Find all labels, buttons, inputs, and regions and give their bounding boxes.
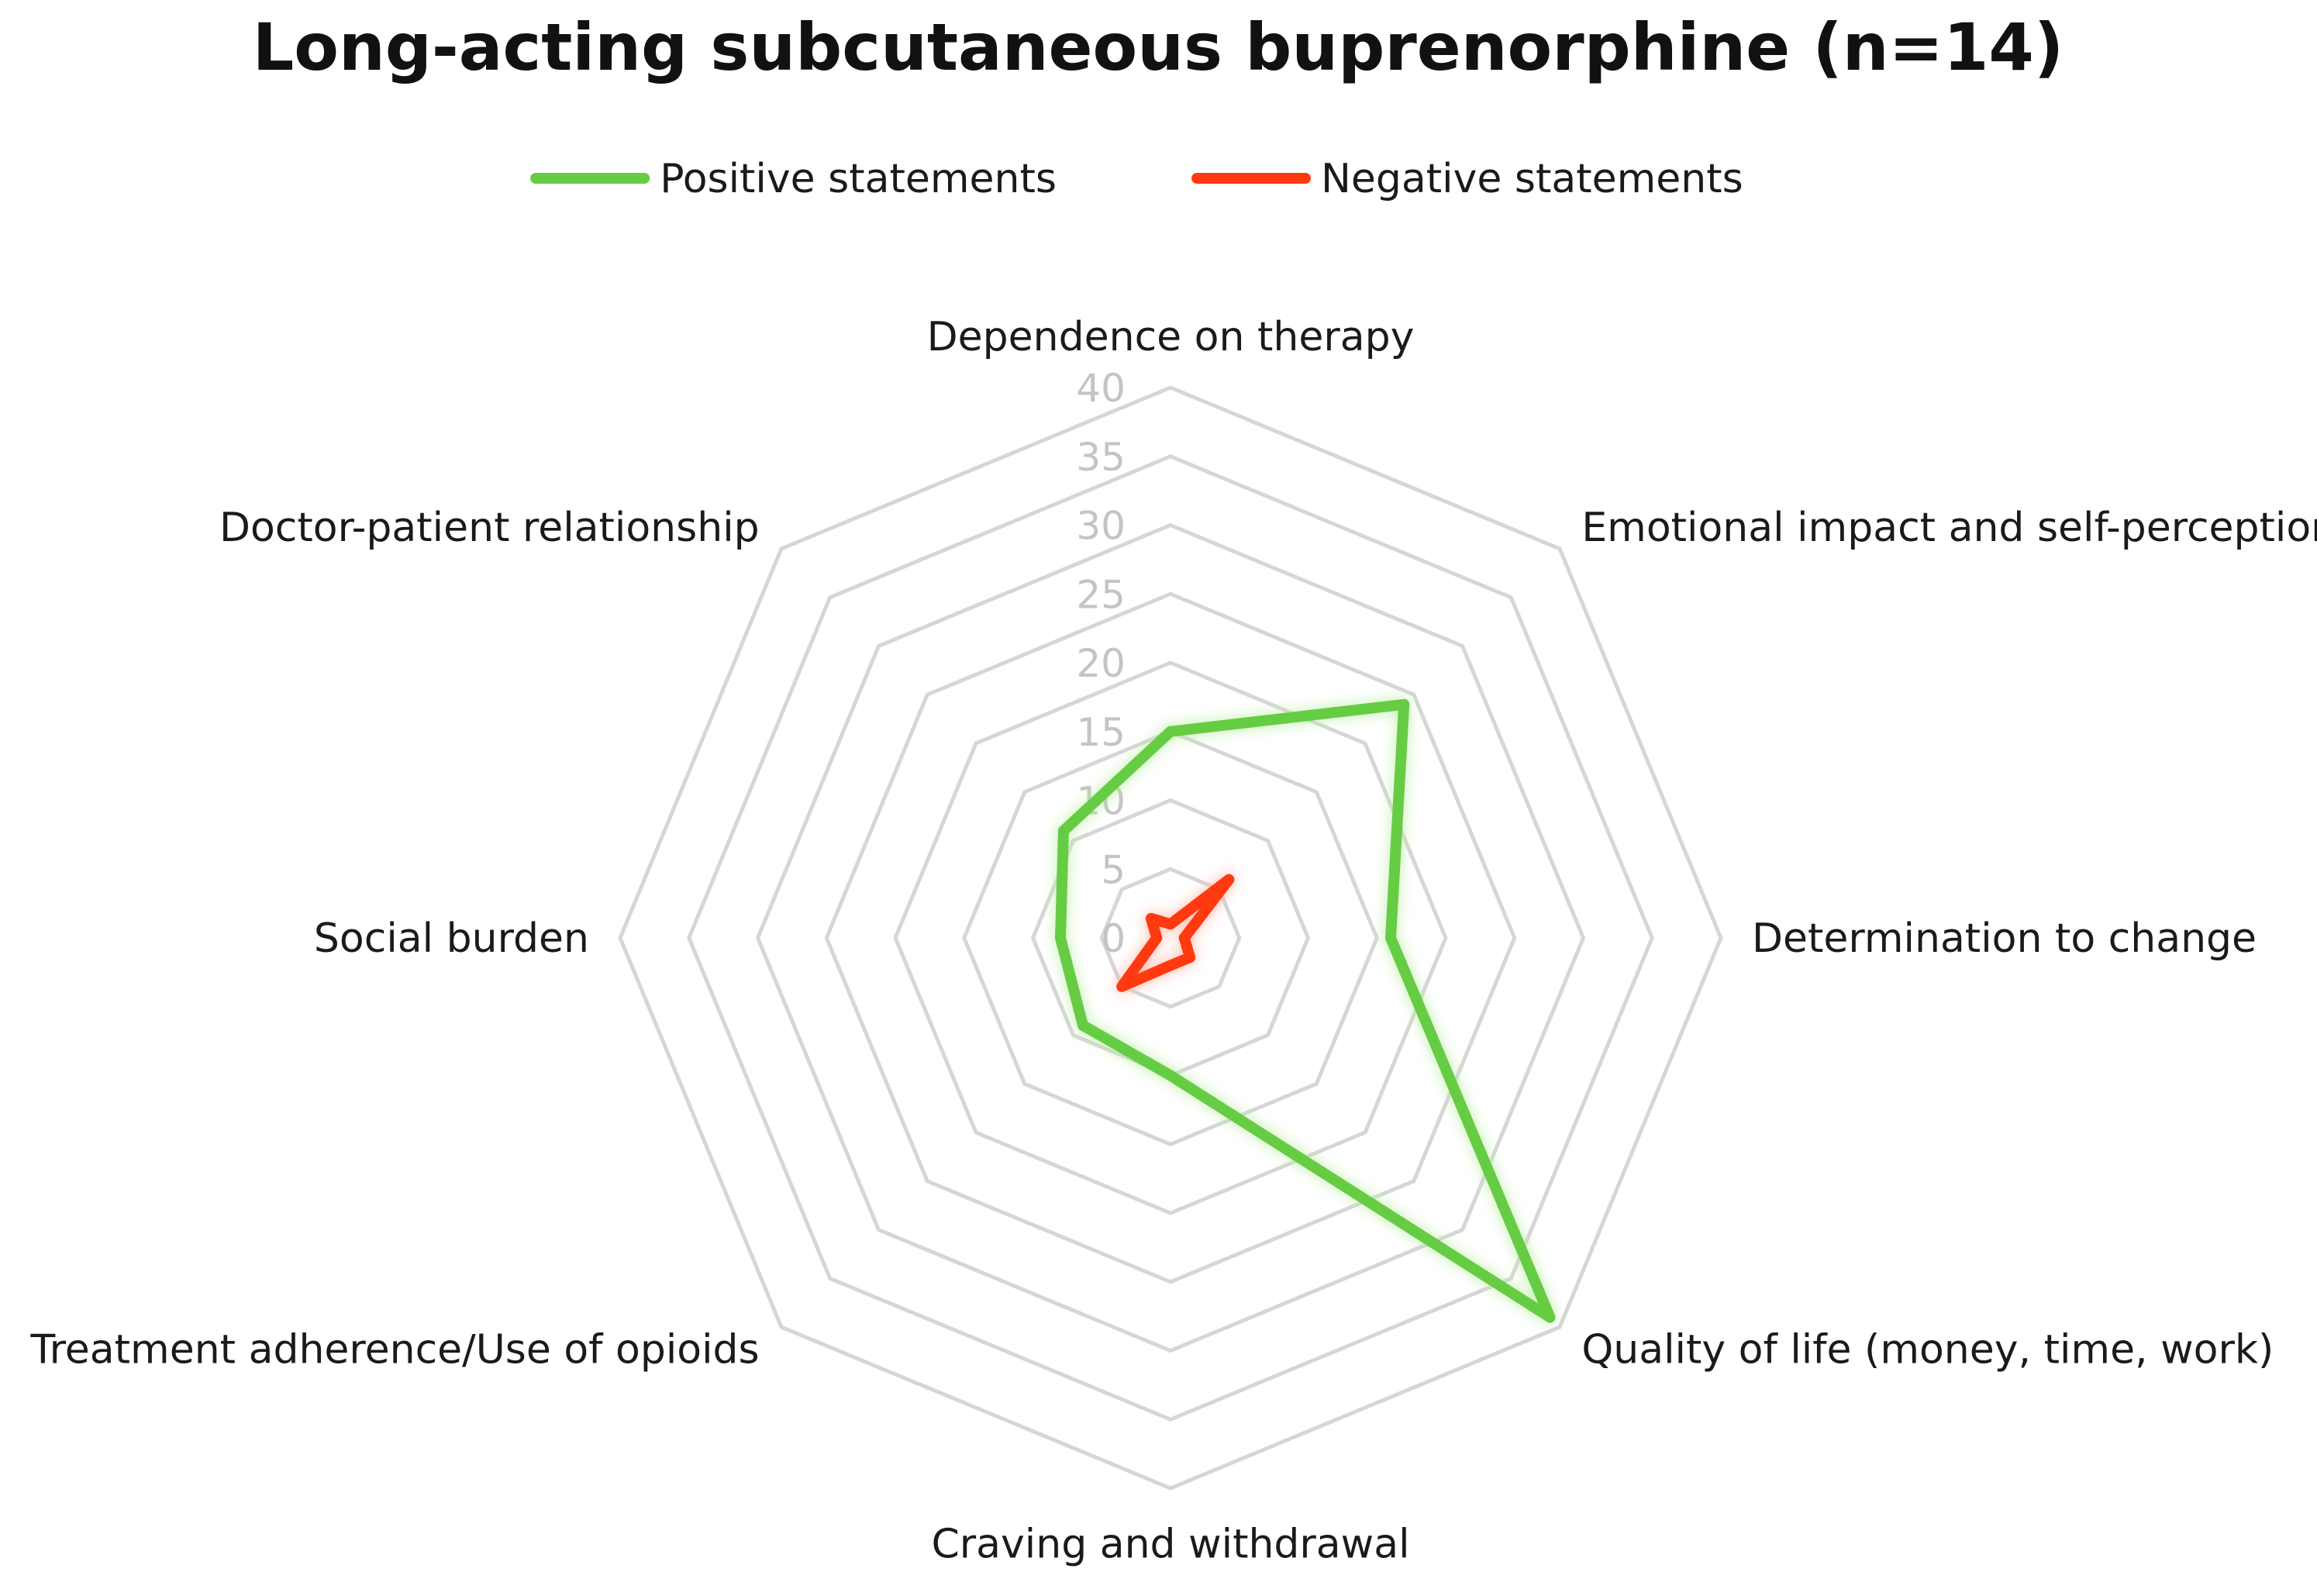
grid-ring-5: [1099, 867, 1242, 1009]
data-point-1-3: [1184, 952, 1196, 963]
data-point-0-3: [1544, 1312, 1556, 1323]
data-point-1-2: [1178, 932, 1190, 943]
grid-ring-15: [962, 729, 1379, 1146]
category-label-7: Doctor-patient relationship: [219, 505, 760, 551]
category-label-1: Emotional impact and self-perception: [1581, 505, 2317, 551]
data-point-0-2: [1385, 932, 1396, 943]
grid-ring-30: [755, 522, 1586, 1353]
grid-ring-10: [1030, 798, 1311, 1078]
tick-label-40: 40: [1076, 366, 1126, 411]
tick-label-35: 35: [1076, 435, 1126, 480]
grid-ring-20: [893, 660, 1448, 1215]
category-label-4: Craving and withdrawal: [931, 1521, 1409, 1567]
category-label-2: Determination to change: [1752, 915, 2257, 962]
data-point-0-6: [1055, 932, 1066, 943]
category-label-3: Quality of life (money, time, work): [1581, 1327, 2274, 1374]
legend-label-0: Positive statements: [660, 156, 1057, 202]
chart-title: Long-acting subcutaneous buprenorphine (…: [253, 9, 2064, 85]
series-layer: [1055, 698, 1556, 1323]
data-point-0-1: [1398, 698, 1410, 710]
tick-label-20: 20: [1076, 641, 1126, 686]
tick-label-30: 30: [1076, 504, 1126, 549]
tick-label-15: 15: [1076, 710, 1126, 755]
grid-ring-40: [618, 385, 1723, 1491]
grid-ring-25: [824, 591, 1517, 1284]
data-point-1-5: [1116, 981, 1128, 992]
tick-label-5: 5: [1101, 847, 1126, 892]
data-point-1-7: [1145, 912, 1157, 924]
tick-label-25: 25: [1076, 572, 1126, 617]
radar-grid: [618, 385, 1723, 1491]
grid-ring-35: [687, 454, 1654, 1422]
category-label-5: Treatment adherence/Use of opioids: [29, 1327, 759, 1374]
legend-label-1: Negative statements: [1321, 156, 1743, 202]
data-point-1-1: [1223, 874, 1235, 885]
data-point-1-6: [1151, 932, 1163, 943]
data-point-0-0: [1165, 726, 1176, 737]
data-point-1-0: [1165, 919, 1176, 930]
data-point-0-7: [1057, 825, 1069, 836]
category-label-0: Dependence on therapy: [927, 314, 1415, 360]
data-point-0-4: [1165, 1070, 1176, 1081]
legend: Positive statements Negative statements: [530, 156, 1743, 202]
category-label-6: Social burden: [314, 915, 589, 962]
tick-label-0: 0: [1101, 916, 1126, 961]
data-point-0-5: [1077, 1019, 1089, 1031]
series-line-1: [1116, 874, 1235, 992]
data-point-1-4: [1165, 960, 1176, 971]
